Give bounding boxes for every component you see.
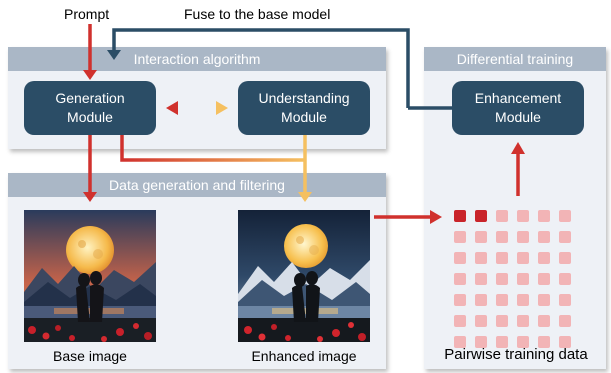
arrow-fuse-to-base-head xyxy=(107,50,121,60)
training-data-cell xyxy=(475,273,487,285)
arrow-bidirectional-right-head xyxy=(216,101,228,115)
training-data-cell xyxy=(517,273,529,285)
arrow-to-training-data-head xyxy=(430,210,442,224)
training-data-cell xyxy=(496,273,508,285)
training-data-cell xyxy=(559,210,571,222)
generation-module: Generation Module xyxy=(24,81,156,135)
training-data-cell xyxy=(538,294,550,306)
training-data-cell xyxy=(496,315,508,327)
training-data-cell xyxy=(475,294,487,306)
training-data-cell xyxy=(538,231,550,243)
fuse-label: Fuse to the base model xyxy=(184,6,331,22)
training-data-cell xyxy=(517,336,529,348)
training-data-cell xyxy=(496,294,508,306)
enhancement-module: Enhancement Module xyxy=(452,81,584,135)
training-data-cell xyxy=(454,336,466,348)
training-data-cell xyxy=(496,252,508,264)
pairwise-training-caption: Pairwise training data xyxy=(444,346,588,363)
arrow-fuse-to-base xyxy=(112,28,410,108)
prompt-label: Prompt xyxy=(64,6,110,22)
training-data-cell xyxy=(517,210,529,222)
training-data-cell xyxy=(538,273,550,285)
arrow-to-enhanced-horizontal xyxy=(120,135,305,162)
base-image xyxy=(24,210,156,342)
training-data-cell xyxy=(559,231,571,243)
arrow-bidirectional-left-head xyxy=(166,101,178,115)
training-data-cell xyxy=(475,210,487,222)
enhanced-image-art xyxy=(238,210,370,342)
training-data-cell xyxy=(559,315,571,327)
base-image-art xyxy=(24,210,156,342)
training-data-cell xyxy=(454,210,466,222)
training-data-cell xyxy=(475,336,487,348)
generation-module-line2: Module xyxy=(67,109,113,125)
training-data-cell xyxy=(538,252,550,264)
training-data-cell xyxy=(538,210,550,222)
training-data-cell xyxy=(517,315,529,327)
data-generation-panel-title: Data generation and filtering xyxy=(8,173,386,197)
arrow-generation-to-base-head xyxy=(83,192,97,202)
training-data-cell xyxy=(517,294,529,306)
training-data-cell xyxy=(496,231,508,243)
base-image-caption: Base image xyxy=(53,348,127,364)
training-data-cell xyxy=(475,231,487,243)
training-data-cell xyxy=(559,252,571,264)
enhancement-module-line2: Module xyxy=(495,109,541,125)
interaction-panel-title: Interaction algorithm xyxy=(8,47,386,71)
training-data-cell xyxy=(538,336,550,348)
arrow-data-to-enhancement-head xyxy=(511,142,525,154)
generation-module-line1: Generation xyxy=(55,90,125,106)
training-data-cell xyxy=(496,210,508,222)
training-data-cell xyxy=(454,231,466,243)
enhanced-image xyxy=(238,210,370,342)
training-data-cell xyxy=(559,273,571,285)
training-data-cell xyxy=(475,315,487,327)
training-data-cell xyxy=(538,315,550,327)
arrow-to-enhanced-head xyxy=(298,192,312,202)
pairwise-training-grid xyxy=(454,210,584,348)
training-data-cell xyxy=(559,336,571,348)
training-data-cell xyxy=(454,315,466,327)
training-data-cell xyxy=(517,252,529,264)
enhanced-image-caption: Enhanced image xyxy=(251,348,357,364)
training-data-cell xyxy=(496,336,508,348)
arrow-prompt-to-generation-head xyxy=(83,70,97,80)
training-data-cell xyxy=(454,273,466,285)
training-data-cell xyxy=(559,294,571,306)
training-data-cell xyxy=(475,252,487,264)
understanding-module-line2: Module xyxy=(281,109,327,125)
training-data-cell xyxy=(454,294,466,306)
differential-panel-title: Differential training xyxy=(424,47,606,71)
training-data-cell xyxy=(454,252,466,264)
enhancement-module-line1: Enhancement xyxy=(474,90,562,106)
training-data-cell xyxy=(517,231,529,243)
understanding-module-line1: Understanding xyxy=(258,90,350,106)
understanding-module: Understanding Module xyxy=(238,81,370,135)
